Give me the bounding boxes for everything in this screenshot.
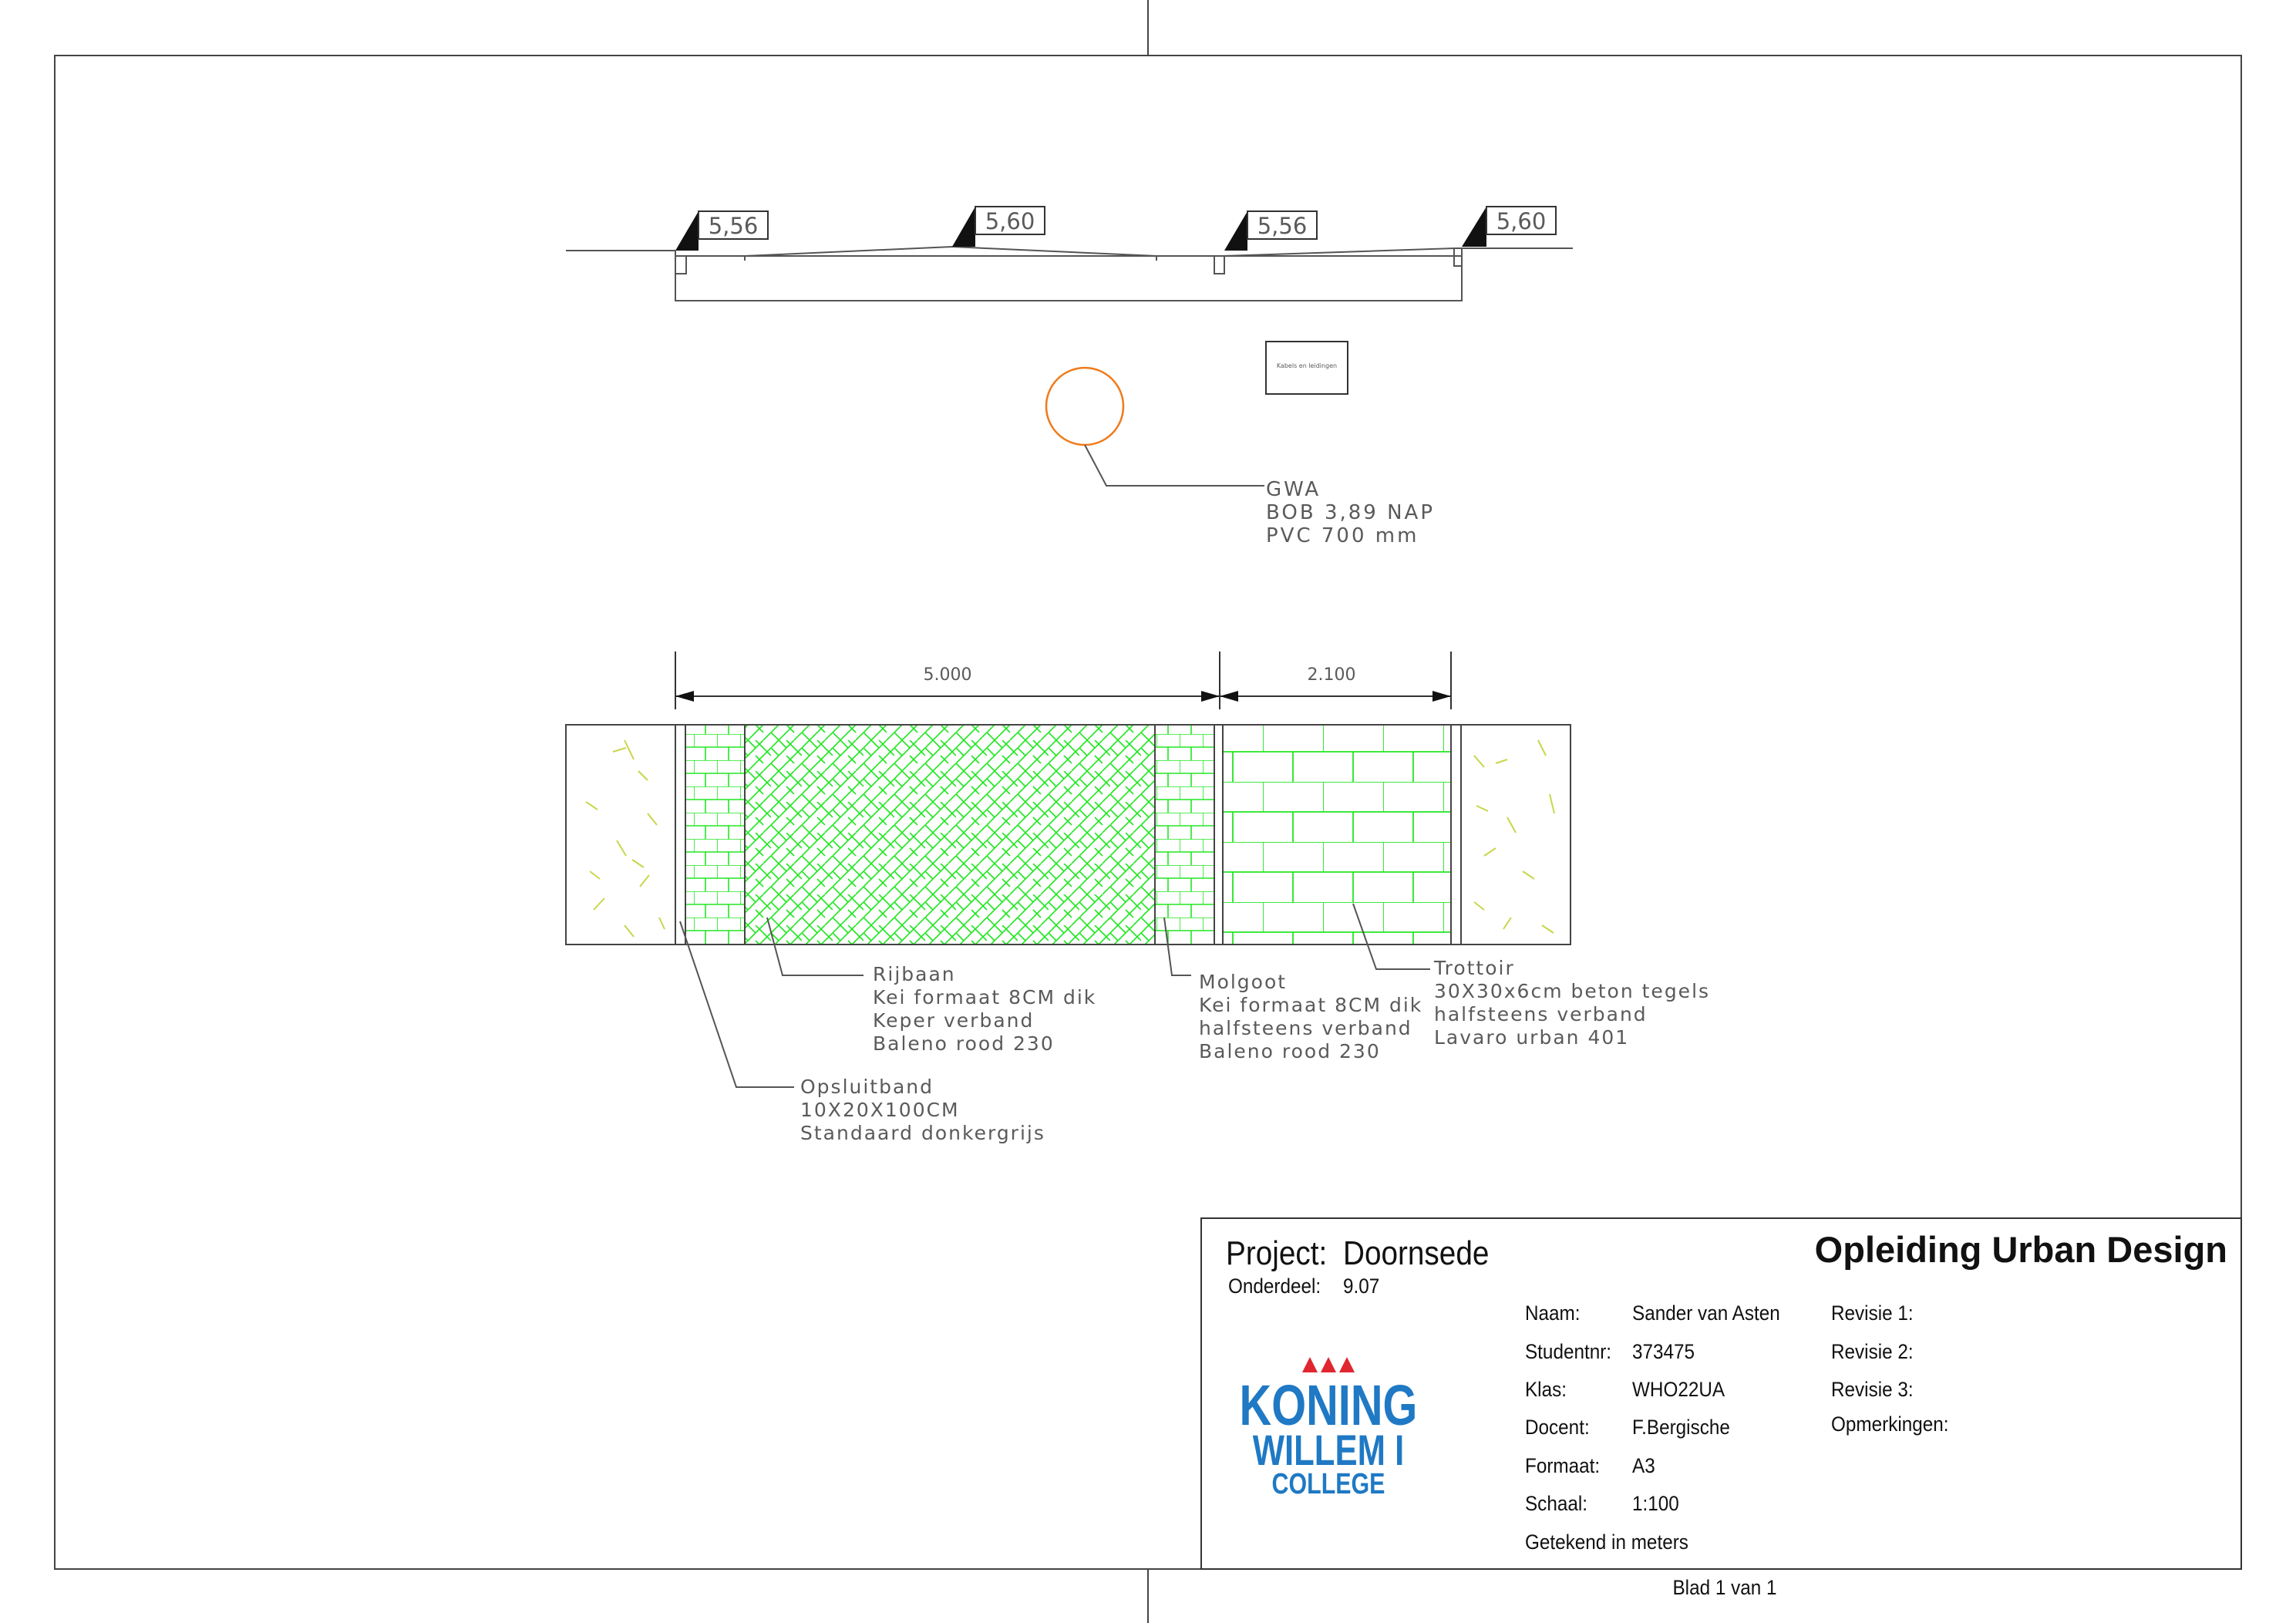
callout-rijbaan-1: Rijbaan	[873, 963, 956, 985]
field-value-naam: Sander van Asten	[1632, 1302, 1780, 1325]
callout-molgoot-2: Kei formaat 8CM dik	[1199, 994, 1422, 1016]
field-label-schaal: Schaal:	[1525, 1493, 1587, 1515]
callout-molgoot-3: halfsteens verband	[1199, 1017, 1412, 1039]
level-label-4: 5,60	[1496, 208, 1547, 234]
pipe-label-3: PVC 700 mm	[1266, 524, 1419, 547]
molgoot-left	[685, 724, 746, 945]
callout-opsluitband-3: Standaard donkergrijs	[800, 1122, 1045, 1144]
level-label-3: 5,56	[1257, 213, 1308, 239]
opsluitband-middle	[1214, 724, 1224, 945]
revision-fields: Revisie 1: Revisie 2: Revisie 3: Opmerki…	[1831, 1302, 1949, 1436]
callout-opsluitband-2: 10X20X100CM	[800, 1099, 960, 1121]
field-label-klas: Klas:	[1525, 1379, 1567, 1401]
field-value-docent: F.Bergische	[1632, 1416, 1730, 1439]
pipe-label-2: BOB 3,89 NAP	[1266, 501, 1435, 524]
school-logo: KONING WILLEM I COLLEGE	[1240, 1357, 1418, 1500]
logo-line-3: COLLEGE	[1272, 1468, 1385, 1500]
cables-box: Kabels en leidingen	[1265, 341, 1348, 395]
opsluitband-right	[1450, 724, 1462, 945]
project-name: Doornsede	[1343, 1234, 1489, 1272]
field-label-naam: Naam:	[1525, 1302, 1581, 1325]
callout-opsluitband-1: Opsluitband	[800, 1076, 934, 1098]
field-value-schaal: 1:100	[1632, 1493, 1679, 1515]
level-marker-1: 5,56	[675, 210, 769, 251]
dimension-label-trottoir: 2.100	[1308, 665, 1356, 685]
grass-right	[1473, 739, 1555, 934]
callout-trottoir: Trottoir 30X30x6cm beton tegels halfstee…	[1433, 957, 1710, 1049]
opsluitband-left	[675, 724, 686, 945]
student-fields: Naam: Sander van Asten Studentnr: 373475…	[1525, 1302, 1780, 1554]
logo-line-2: WILLEM I	[1253, 1426, 1404, 1474]
rijbaan-area	[744, 724, 1156, 945]
callout-trottoir-2: 30X30x6cm beton tegels	[1434, 980, 1710, 1002]
onderdeel-value: 9.07	[1343, 1275, 1379, 1298]
callout-trottoir-3: halfsteens verband	[1434, 1003, 1648, 1025]
trottoir-area	[1222, 724, 1452, 945]
grass-left	[585, 739, 665, 938]
revisie-1: Revisie 1:	[1831, 1302, 1914, 1325]
level-marker-2: 5,60	[952, 206, 1045, 247]
callout-molgoot-4: Baleno rood 230	[1199, 1040, 1381, 1062]
field-label-studentnr: Studentnr:	[1525, 1341, 1611, 1363]
callout-opsluitband: Opsluitband 10X20X100CM Standaard donker…	[800, 1076, 1045, 1144]
plan-view	[565, 724, 1571, 945]
leader-lines	[679, 903, 1430, 1088]
sheet-number: Blad 1 van 1	[1672, 1577, 1776, 1599]
revisie-3: Revisie 3:	[1831, 1379, 1914, 1401]
level-label-2: 5,60	[985, 208, 1035, 234]
logo-line-1: KONING	[1240, 1374, 1418, 1438]
callout-trottoir-4: Lavaro urban 401	[1434, 1026, 1629, 1049]
opmerkingen: Opmerkingen:	[1831, 1413, 1949, 1436]
sheet-frame	[54, 0, 2242, 1623]
getekend-note: Getekend in meters	[1525, 1531, 1688, 1554]
callout-rijbaan-3: Keper verband	[873, 1009, 1034, 1032]
title-block: Project: Doornsede Onderdeel: 9.07 Oplei…	[1200, 1217, 2242, 1570]
callout-molgoot: Molgoot Kei formaat 8CM dik halfsteens v…	[1199, 971, 1422, 1062]
onderdeel-label: Onderdeel:	[1228, 1275, 1321, 1298]
cross-section-profile	[566, 245, 1573, 301]
field-label-docent: Docent:	[1525, 1416, 1590, 1439]
field-label-formaat: Formaat:	[1525, 1455, 1600, 1477]
gwa-pipe: GWA BOB 3,89 NAP PVC 700 mm	[1045, 366, 1435, 547]
callout-molgoot-1: Molgoot	[1199, 971, 1287, 993]
cables-box-label: Kabels en leidingen	[1277, 362, 1337, 369]
crown-icon	[1302, 1357, 1355, 1372]
dimension-label-rijbaan: 5.000	[924, 665, 972, 685]
level-label-1: 5,56	[709, 213, 759, 239]
revisie-2: Revisie 2:	[1831, 1341, 1914, 1363]
project-label: Project:	[1226, 1234, 1327, 1272]
school-title: Opleiding Urban Design	[1815, 1229, 2227, 1270]
pipe-label-1: GWA	[1266, 478, 1321, 501]
callout-rijbaan: Rijbaan Kei formaat 8CM dik Keper verban…	[873, 963, 1096, 1055]
callout-rijbaan-4: Baleno rood 230	[873, 1032, 1055, 1055]
level-marker-3: 5,56	[1224, 210, 1318, 251]
level-marker-4: 5,60	[1462, 206, 1557, 247]
callout-trottoir-1: Trottoir	[1433, 957, 1515, 979]
callout-rijbaan-2: Kei formaat 8CM dik	[873, 986, 1096, 1008]
molgoot-right	[1154, 724, 1215, 945]
field-value-formaat: A3	[1632, 1455, 1655, 1477]
field-value-studentnr: 373475	[1632, 1341, 1695, 1363]
field-value-klas: WHO22UA	[1632, 1379, 1725, 1401]
dimension-lines	[675, 652, 1452, 709]
